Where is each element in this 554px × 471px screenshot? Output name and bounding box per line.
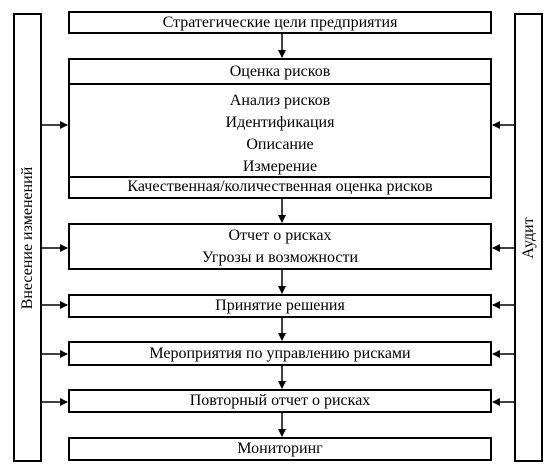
repeat-report-text: Повторный отчет о рисках bbox=[189, 392, 371, 409]
box-risk-report: Отчет о рисках Угрозы и возможности bbox=[68, 223, 492, 270]
risk-assessment-item-2: Идентификация bbox=[225, 114, 335, 131]
box-risk-measures: Мероприятия по управлению рисками bbox=[68, 341, 492, 366]
risk-assessment-item-1: Анализ рисков bbox=[229, 92, 331, 109]
box-monitoring: Мониторинг bbox=[68, 437, 492, 461]
box-strategic-goals: Стратегические цели предприятия bbox=[68, 11, 492, 34]
risk-assessment-divider-top bbox=[70, 83, 490, 85]
risk-assessment-item-3: Описание bbox=[246, 136, 314, 153]
box-risk-assessment: Оценка рисков Анализ рисков Идентификаци… bbox=[68, 58, 492, 199]
risk-assessment-footer: Качественная/количественная оценка риско… bbox=[127, 178, 433, 195]
box-repeat-report: Повторный отчет о рисках bbox=[68, 389, 492, 413]
side-bar-audit-label: Аудит bbox=[519, 216, 537, 259]
side-bar-audit: Аудит bbox=[514, 13, 543, 462]
risk-report-line-1: Отчет о рисках bbox=[228, 227, 332, 244]
risk-assessment-header: Оценка рисков bbox=[229, 63, 331, 80]
monitoring-text: Мониторинг bbox=[237, 440, 323, 457]
risk-measures-text: Мероприятия по управлению рисками bbox=[149, 345, 411, 362]
side-bar-changes: Внесение изменений bbox=[13, 13, 42, 462]
risk-report-line-2: Угрозы и возможности bbox=[201, 249, 359, 266]
risk-assessment-item-4: Измерение bbox=[242, 158, 318, 175]
strategic-goals-text: Стратегические цели предприятия bbox=[162, 14, 398, 31]
risk-assessment-divider-bottom bbox=[70, 176, 490, 178]
box-decision: Принятие решения bbox=[68, 294, 492, 318]
decision-text: Принятие решения bbox=[215, 297, 345, 314]
side-bar-changes-label: Внесение изменений bbox=[18, 166, 36, 309]
